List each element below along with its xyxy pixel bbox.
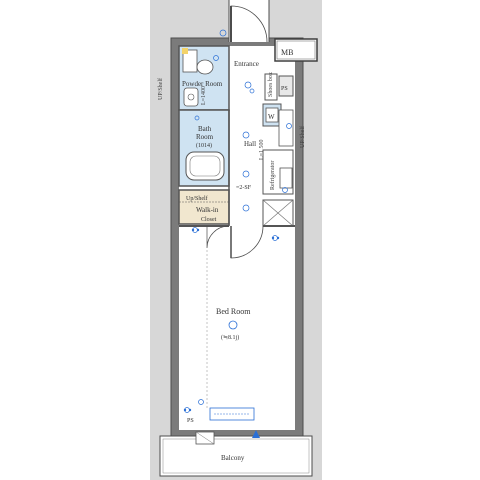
entrance-corridor xyxy=(229,0,269,42)
bath-room-label-2: Room xyxy=(196,133,214,141)
yellow-marker xyxy=(182,48,188,54)
closet-door-swing xyxy=(206,225,230,249)
refrigerator-label: Refrigerator xyxy=(269,161,276,190)
ps-bottom-label: PS xyxy=(187,418,194,424)
bathtub-icon xyxy=(185,151,225,181)
ceiling-light-icon xyxy=(228,320,238,330)
up-shelf-left-label: UP/Shelf xyxy=(157,78,164,100)
dim-vertical-label: L=1400 xyxy=(201,86,207,105)
ps-top-label: PS xyxy=(281,86,288,92)
outlet-symbols xyxy=(183,228,280,412)
aircon-sleeve-marker xyxy=(252,430,260,438)
washer-label: W xyxy=(268,113,275,121)
dim-step-label: =2-SF xyxy=(236,185,252,191)
shoes-box xyxy=(264,73,278,101)
mb-box xyxy=(274,38,318,62)
bedroom-door-swing xyxy=(230,225,264,259)
hall-label: Hall xyxy=(244,140,256,148)
sink-icon xyxy=(279,167,293,189)
balcony xyxy=(159,435,313,477)
balcony-label: Balcony xyxy=(221,454,245,462)
toilet-icon xyxy=(196,59,214,75)
refrigerator-space xyxy=(278,109,294,147)
up-shelf-closet-label: Up/Shelf xyxy=(186,195,208,202)
mb-label: MB xyxy=(281,48,293,57)
walk-in-label-1: Walk-in xyxy=(196,206,219,214)
ps-top-box xyxy=(278,75,294,97)
toilet-tank xyxy=(182,49,198,73)
bed-room-label: Bed Room xyxy=(216,307,251,316)
entrance-door-swing xyxy=(230,5,268,43)
bath-room-size: (1014) xyxy=(196,142,212,149)
washbasin-icon xyxy=(183,87,199,107)
bath-room-label-1: Bath xyxy=(198,125,212,133)
entrance-label: Entrance xyxy=(234,60,259,68)
powder-room-label: Powder Room xyxy=(182,80,223,88)
bed-room-size: (≒8.1j) xyxy=(221,334,239,341)
dim-hall-label: L=1 500 xyxy=(259,139,265,160)
walk-in-label-2: Closet xyxy=(201,217,217,223)
up-shelf-right-label: UP/Shelf xyxy=(299,126,306,148)
shoes-box-label: Shoes box xyxy=(268,72,274,97)
